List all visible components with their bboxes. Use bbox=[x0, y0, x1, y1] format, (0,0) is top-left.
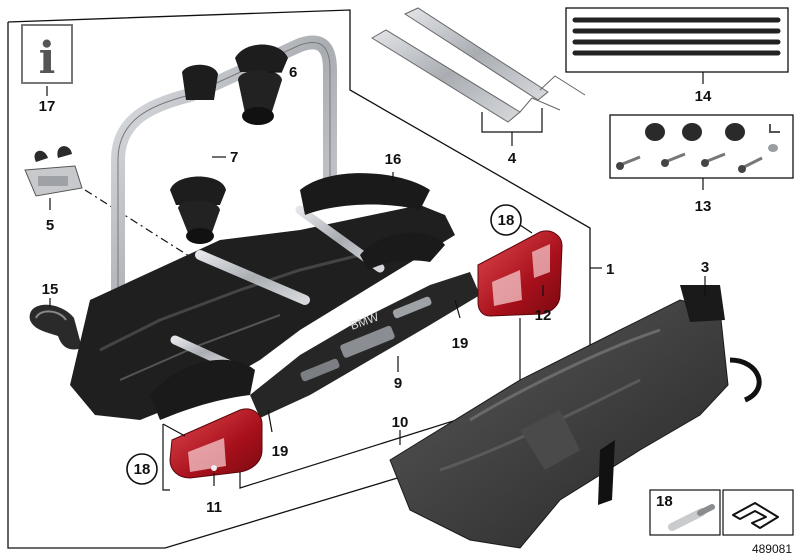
svg-text:18: 18 bbox=[498, 212, 515, 229]
part-number-3: 3 bbox=[701, 259, 709, 276]
part-number-1: 1 bbox=[606, 261, 614, 278]
image-number: 489081 bbox=[752, 542, 792, 556]
light-bar: BMW bbox=[250, 272, 480, 418]
part-number-9: 9 bbox=[394, 375, 402, 392]
carrier-group-outline bbox=[7, 9, 591, 549]
part-number-15: 15 bbox=[42, 281, 59, 298]
straps-14-illustration bbox=[572, 17, 781, 56]
callout-18-left: 18 bbox=[126, 453, 158, 485]
arm-holder-7 bbox=[170, 64, 226, 244]
bulb-18-box bbox=[649, 489, 721, 536]
part-number-5: 5 bbox=[46, 217, 54, 234]
part-number-6: 6 bbox=[289, 64, 297, 81]
info-icon: i bbox=[39, 33, 56, 84]
callout-18-right: 18 bbox=[490, 204, 522, 236]
part-number-18-bulb: 18 bbox=[656, 493, 673, 510]
part-number-7: 7 bbox=[230, 149, 238, 166]
bulb-icon bbox=[668, 504, 715, 531]
part-number-19-left: 19 bbox=[272, 443, 289, 460]
part-number-12: 12 bbox=[535, 307, 552, 324]
strap-15-illustration bbox=[29, 304, 82, 350]
part-number-10: 10 bbox=[392, 414, 409, 431]
part-number-11: 11 bbox=[206, 499, 222, 516]
part-number-16: 16 bbox=[385, 151, 402, 168]
info-box: i bbox=[21, 24, 73, 84]
arm-holder-6 bbox=[235, 44, 288, 125]
assembly-symbol-icon bbox=[732, 502, 779, 529]
part-number-14: 14 bbox=[695, 88, 712, 105]
part-number-4: 4 bbox=[508, 150, 517, 167]
lamp-12-right bbox=[477, 230, 563, 317]
locks-13-illustration bbox=[616, 123, 780, 173]
part-number-19-right: 19 bbox=[452, 335, 469, 352]
locks-13-box bbox=[609, 114, 794, 179]
svg-text:18: 18 bbox=[134, 461, 151, 478]
part-number-17: 17 bbox=[39, 98, 56, 115]
carrier-base-body bbox=[70, 173, 455, 420]
storage-tray-3 bbox=[389, 285, 762, 549]
bracket-5-illustration bbox=[24, 146, 83, 197]
lamp-11-left bbox=[169, 408, 263, 479]
rails-4-illustration bbox=[371, 7, 586, 123]
part-number-13: 13 bbox=[695, 198, 712, 215]
